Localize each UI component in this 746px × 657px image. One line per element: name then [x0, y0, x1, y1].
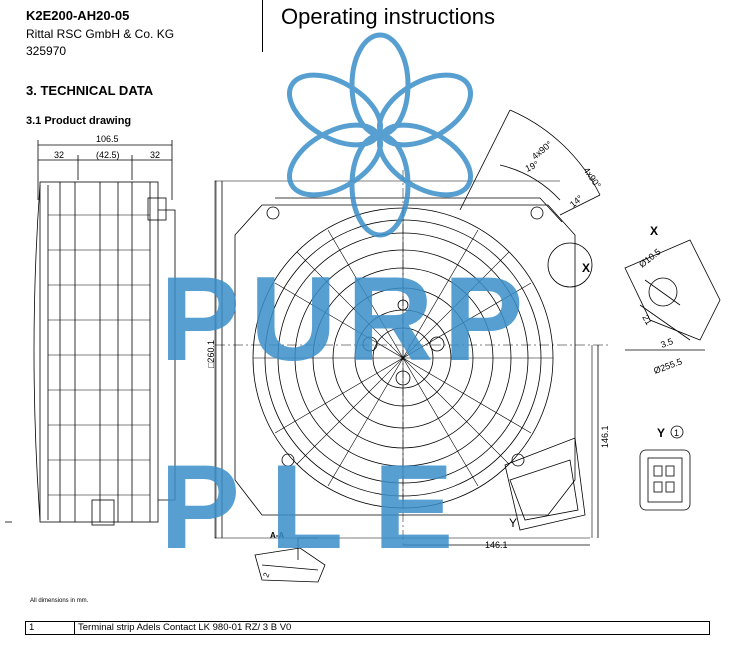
section-label: A-A	[270, 531, 284, 540]
detail-x-dim-21: 21	[640, 313, 654, 327]
dim-center: (42.5)	[96, 150, 120, 160]
dim-right: 32	[150, 150, 160, 160]
company-name: Rittal RSC GmbH & Co. KG	[26, 27, 175, 41]
detail-y-circle-marker	[670, 425, 684, 439]
detail-y-drawing	[639, 449, 691, 511]
view-y-marker: Y	[509, 516, 517, 530]
detail-x-diameter-2: Ø255.5	[652, 356, 683, 375]
detail-x-diameter-1: Ø10.5	[637, 247, 662, 270]
detail-y-circle-number: 1	[674, 428, 679, 438]
svg-text:PURP: PURP	[160, 252, 533, 386]
dim-height: □260.1	[206, 340, 216, 368]
detail-y-label: Y	[657, 426, 665, 440]
section-title: 3. TECHNICAL DATA	[26, 83, 154, 98]
dim-horizontal: 146.1	[485, 540, 508, 550]
detail-x-drawing	[624, 239, 721, 351]
svg-text:PLE: PLE	[160, 440, 483, 574]
parts-table: 1 Terminal strip Adels Contact LK 980-01…	[25, 621, 710, 635]
dimensions-note: All dimensions in mm.	[30, 598, 89, 604]
model-number: K2E200-AH20-05	[26, 8, 130, 23]
parts-table-description: Terminal strip Adels Contact LK 980-01 R…	[78, 622, 292, 633]
dim-angle-1: 4x90°	[530, 139, 554, 162]
section-aa-drawing	[254, 547, 326, 583]
watermark-flower	[286, 32, 474, 238]
side-view	[5, 140, 176, 526]
detail-x-marker: X	[582, 261, 590, 275]
dim-overall-width: 106.5	[96, 134, 119, 144]
section-dim: 2	[261, 571, 271, 579]
dim-angle-2: 19°	[524, 159, 541, 174]
detail-x-dim-35: 3.5	[659, 336, 674, 350]
front-view	[214, 109, 610, 560]
dim-angle-4: 14°	[568, 193, 585, 210]
detail-x-label: X	[650, 224, 658, 238]
parts-table-position: 1	[26, 622, 75, 634]
dim-vertical: 146.1	[600, 425, 610, 448]
part-number: 325970	[26, 44, 67, 58]
header-divider	[262, 0, 263, 52]
document-title: Operating instructions	[281, 4, 495, 29]
section-subtitle: 3.1 Product drawing	[26, 115, 132, 127]
dim-left: 32	[54, 150, 64, 160]
dim-angle-3: 4x90°	[581, 165, 603, 190]
watermark-text: PURP PLE	[160, 252, 533, 574]
